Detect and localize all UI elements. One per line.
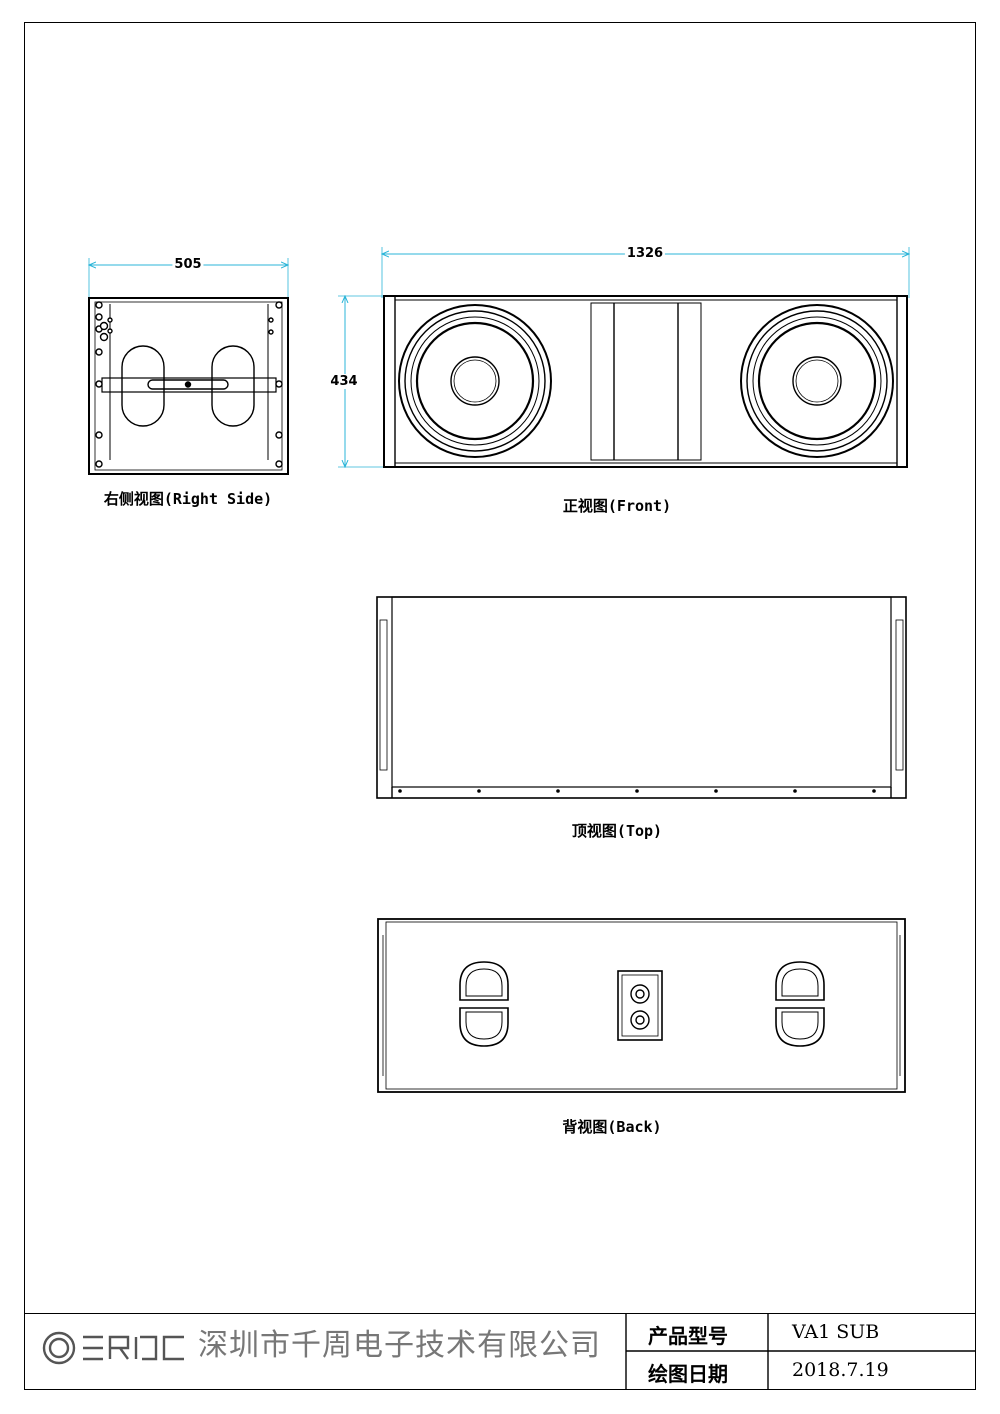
drawing-frame [24, 22, 976, 1390]
model-label: 产品型号 [648, 1324, 728, 1348]
front-view [338, 247, 909, 468]
front-caption: 正视图(Front) [562, 497, 672, 515]
side-width-dimension: 505 [172, 257, 204, 272]
right-side-caption: 右侧视图(Right Side) [103, 490, 273, 508]
front-height-dimension: 434 [328, 374, 360, 389]
title-block-grid [625, 1313, 976, 1390]
connector-plate [617, 970, 663, 1041]
eric-logo [42, 1331, 184, 1365]
right-handles [775, 961, 825, 1047]
date-label: 绘图日期 [648, 1362, 728, 1386]
company-name: 深圳市千周电子技术有限公司 [198, 1328, 601, 1363]
back-view [377, 918, 906, 1093]
top-caption: 顶视图(Top) [571, 822, 663, 840]
rigging-holes [95, 301, 283, 468]
right-woofer [740, 304, 894, 458]
right-side-view [88, 258, 289, 475]
left-handles [459, 961, 509, 1047]
model-value: VA1 SUB [792, 1321, 880, 1343]
top-view [376, 596, 907, 799]
front-width-dimension: 1326 [624, 246, 666, 261]
left-woofer [398, 304, 552, 458]
title-block [24, 1313, 976, 1390]
date-value: 2018.7.19 [792, 1359, 889, 1381]
back-caption: 背视图(Back) [562, 1118, 662, 1136]
